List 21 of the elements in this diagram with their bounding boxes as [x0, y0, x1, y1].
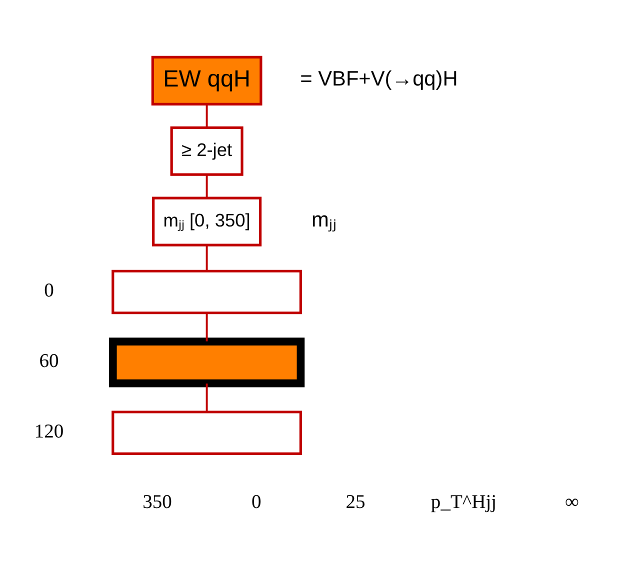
label: ∞	[565, 492, 579, 513]
node-label: mⱼⱼ	[312, 208, 337, 232]
node-label: = VBF+V(→qq)H	[300, 68, 458, 91]
connector	[206, 384, 208, 412]
connector	[206, 313, 208, 342]
label: 120	[34, 421, 64, 442]
node-box	[112, 270, 302, 314]
label: 25	[346, 492, 366, 513]
connector	[206, 174, 208, 198]
label: p_T^Hjj	[430, 492, 497, 513]
node-box: ≥ 2-jet	[170, 126, 244, 176]
label: 350	[142, 492, 172, 513]
node-box	[112, 410, 302, 456]
label: 0	[251, 492, 262, 513]
node-box: EW qqH	[151, 56, 262, 106]
label: 60	[39, 351, 59, 372]
connector	[206, 245, 208, 272]
node-box: mⱼⱼ [0, 350]	[152, 196, 262, 246]
node-box	[108, 338, 305, 388]
label: 0	[44, 280, 54, 302]
connector	[206, 104, 208, 128]
